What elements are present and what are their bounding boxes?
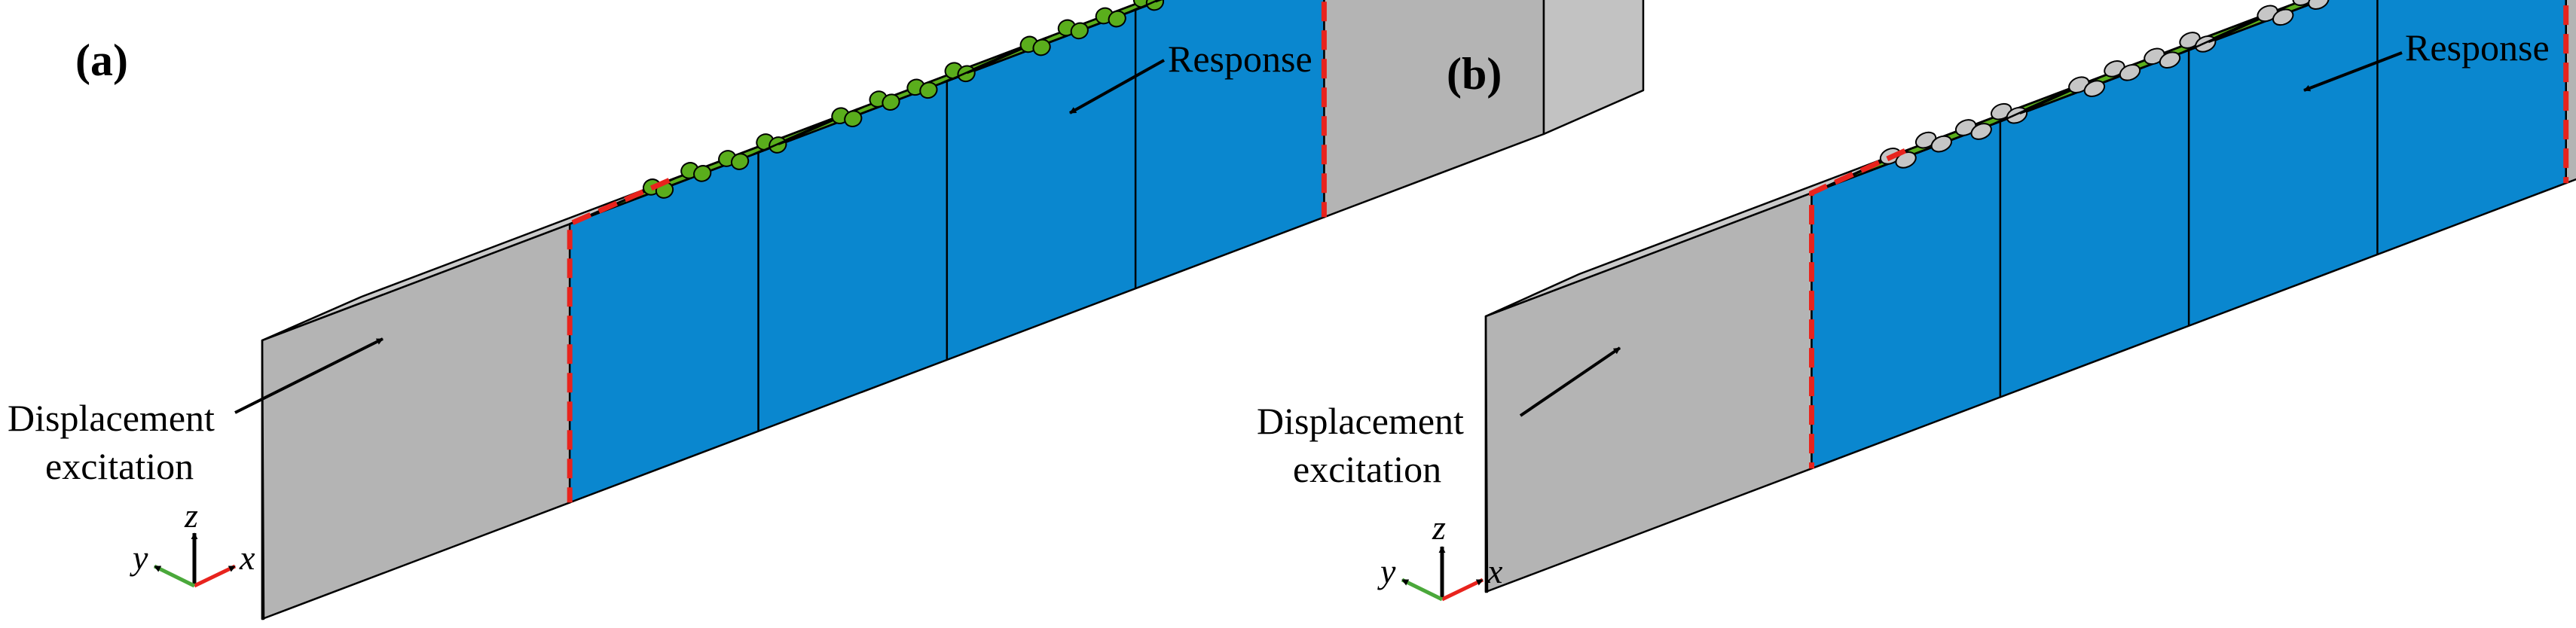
peanut-hole-b-0-1b bbox=[1970, 123, 1992, 140]
peanut-hole-b-0-2b bbox=[1930, 135, 1952, 153]
y-axis-arrow-a bbox=[153, 564, 196, 588]
peanut-hole-a-2-2b bbox=[1070, 22, 1089, 40]
x-axis-label-b: x bbox=[1487, 552, 1503, 590]
peanut-hole-a-2-0b bbox=[1032, 38, 1051, 56]
peanut-hole-b-1-1b bbox=[2159, 51, 2181, 69]
axis-triad-b: z x y bbox=[1377, 508, 1503, 602]
response-label-a: Response bbox=[1168, 38, 1312, 80]
y-axis-label-b: y bbox=[1377, 552, 1396, 590]
response-arrow-a bbox=[1069, 59, 1165, 114]
y-axis-label-a: y bbox=[130, 538, 148, 577]
peanut-hole-b-1-2a bbox=[2104, 60, 2125, 78]
response-arrow-b bbox=[2303, 51, 2403, 92]
panel-b-label: (b) bbox=[1447, 49, 1502, 99]
peanut-hole-a-0-2b bbox=[693, 165, 712, 182]
peanut-hole-b-2-0a bbox=[2257, 5, 2278, 23]
excitation-boundary-dashed-b bbox=[1809, 148, 1906, 469]
peanut-hole-a-1-0b bbox=[844, 110, 863, 128]
peanut-hole-b-1-2b bbox=[2119, 63, 2141, 81]
x-axis-arrow-a bbox=[193, 564, 237, 588]
right-end-block-front-a bbox=[1323, 0, 1545, 218]
peanut-hole-b-0-2a bbox=[1914, 131, 1937, 149]
panel-a-label: (a) bbox=[75, 35, 128, 85]
left-end-cap-a bbox=[261, 339, 265, 620]
excitation-label-a-line1: Displacement bbox=[8, 397, 215, 439]
peanut-hole-a-1-2b bbox=[882, 93, 900, 111]
x-axis-arrow-b bbox=[1441, 578, 1484, 602]
peanut-hole-b-1-0b bbox=[2083, 80, 2106, 97]
peanut-hole-b-2-0b bbox=[2272, 8, 2294, 26]
excitation-boundary-dashed-a bbox=[567, 178, 671, 503]
peanut-hole-b-0-3a bbox=[1991, 102, 2012, 120]
panel-b: (b) Response Displacement excitation z x… bbox=[1257, 0, 2576, 602]
y-axis-arrow-b bbox=[1401, 578, 1444, 602]
excitation-label-a-line2: excitation bbox=[45, 445, 194, 487]
z-axis-label-b: z bbox=[1432, 508, 1446, 547]
peanut-hole-b-1-1a bbox=[2144, 47, 2165, 66]
right-end-block-side-a bbox=[1542, 0, 1645, 136]
cell-divider-top-a-3 bbox=[1135, 0, 1161, 11]
response-boundary-dashed-b bbox=[2563, 0, 2569, 184]
excitation-label-b-line2: excitation bbox=[1293, 448, 1441, 490]
left-end-cap-b bbox=[1484, 315, 1489, 593]
green-inclusion-a-3 bbox=[1155, 0, 1163, 3]
response-label-b: Response bbox=[2405, 26, 2550, 69]
z-axis-label-a: z bbox=[184, 496, 198, 535]
x-axis-label-a: x bbox=[239, 538, 255, 577]
excitation-label-b-line1: Displacement bbox=[1257, 400, 1464, 442]
beam-a bbox=[261, 0, 1645, 620]
peanut-hole-b-1-0a bbox=[2068, 76, 2090, 94]
panel-a: (a) Response Displacement excitation z x… bbox=[8, 0, 1645, 620]
excitation-arrow-a bbox=[234, 337, 383, 414]
response-boundary-dashed-a bbox=[1321, 0, 1327, 218]
peanut-hole-b-0-1a bbox=[1954, 119, 1977, 136]
peanut-hole-a-2-1b bbox=[1108, 10, 1126, 28]
peanut-hole-b-1-3a bbox=[2179, 32, 2201, 49]
peanut-hole-a-0-1b bbox=[730, 153, 750, 170]
excitation-arrow-b bbox=[1519, 346, 1621, 417]
axis-triad-a: z x y bbox=[130, 496, 255, 588]
left-end-block-front-a bbox=[261, 223, 571, 620]
peanut-hole-a-1-1b bbox=[919, 81, 938, 99]
beam-b bbox=[1484, 0, 2576, 593]
peanut-hole-b-2-2a bbox=[2292, 0, 2314, 6]
peanut-hole-b-2-2b bbox=[2308, 0, 2330, 10]
